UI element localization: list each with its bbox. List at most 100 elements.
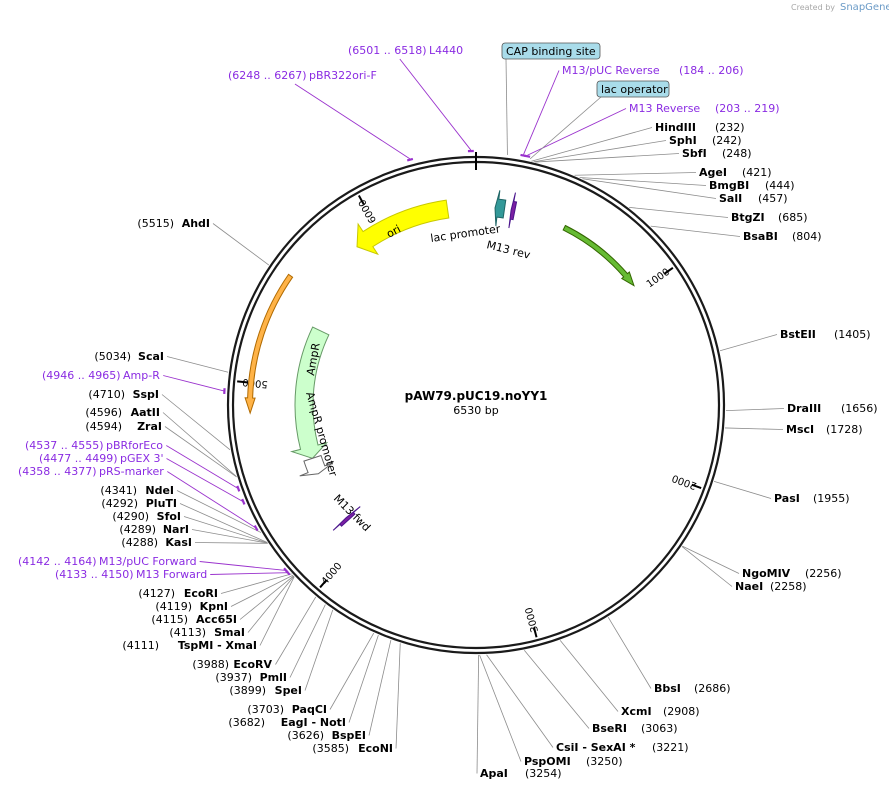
site-pos: (4594) [85, 420, 122, 433]
site-sali[interactable]: SalI(457) [719, 192, 788, 205]
site-paqci[interactable]: (3703)PaqCI [247, 703, 327, 716]
primer-prs-marker[interactable]: (4358 .. 4377)pRS-marker [18, 465, 164, 478]
leader-line [505, 58, 508, 155]
site-smai[interactable]: (4113)SmaI [169, 626, 245, 639]
leader-line [176, 490, 262, 533]
leader-line [629, 206, 729, 218]
cap-binding-site-box[interactable]: CAP binding site [501, 42, 601, 60]
leader-line [191, 529, 268, 544]
primer-range: (6248 .. 6267) [228, 69, 307, 82]
leader-line [582, 178, 717, 199]
site-sbfi[interactable]: SbfI(248) [682, 147, 752, 160]
site-msci[interactable]: MscI(1728) [786, 423, 863, 436]
site-econi[interactable]: (3585)EcoNI [312, 742, 393, 755]
site-ndei[interactable]: (4341)NdeI [100, 484, 174, 497]
site-pos: (2908) [663, 705, 700, 718]
feature-m13-rev[interactable] [508, 192, 518, 229]
primer-l4440[interactable]: (6501 .. 6518) L4440 [348, 44, 463, 57]
site-name: BtgZI [731, 211, 765, 224]
feature-ori[interactable] [356, 199, 450, 256]
tick-label: 1000 [645, 267, 672, 291]
site-xcmi[interactable]: XcmI(2908) [621, 705, 700, 718]
site-name: NgoMIV [742, 567, 791, 580]
site-ecori[interactable]: (4127)EcoRI [138, 587, 218, 600]
lac-operator-box[interactable]: lac operator [596, 80, 670, 98]
site-name: EagI - NotI [281, 716, 346, 729]
site-sfoi[interactable]: (4290)SfoI [112, 510, 181, 523]
site-apai[interactable]: ApaI(3254) [480, 767, 562, 780]
site-pasi[interactable]: PasI(1955) [774, 492, 850, 505]
site-ecorv[interactable]: (3988)EcoRV [192, 658, 272, 671]
site-hindiii[interactable]: HindIII(232) [655, 121, 745, 134]
site-draiii[interactable]: DraIII(1656) [787, 402, 878, 415]
site-bsabi[interactable]: BsaBI(804) [743, 230, 822, 243]
site-kasi[interactable]: (4288)KasI [121, 536, 192, 549]
tick-mark [691, 483, 702, 490]
feature-ampr-promoter[interactable] [299, 454, 334, 477]
site-pmli[interactable]: (3937)PmlI [215, 671, 287, 684]
leader-line [476, 654, 480, 774]
site-zrai[interactable]: (4594)ZraI [85, 420, 162, 433]
site-name: ScaI [138, 350, 164, 363]
site-name: PaqCI [292, 703, 327, 716]
site-name: SalI [719, 192, 742, 205]
site-aatii[interactable]: (4596)AatII [85, 406, 160, 419]
primer-leader [399, 58, 472, 151]
feature-lac-promoter[interactable] [494, 190, 507, 227]
site-tspmi-xmai[interactable]: (4111)TspMI - XmaI [122, 639, 257, 652]
site-pos: (4710) [88, 388, 125, 401]
primer-amp-r[interactable]: (4946 .. 4965)Amp-R [42, 369, 160, 382]
site-bbsi[interactable]: BbsI(2686) [654, 682, 731, 695]
site-name: NaeI [735, 580, 763, 593]
site-spei[interactable]: (3899)SpeI [229, 684, 302, 697]
primer-pbrforeco[interactable]: (4537 .. 4555)pBRforEco [25, 439, 163, 452]
site-pluti[interactable]: (4292)PluTI [101, 497, 177, 510]
feature-ampr[interactable] [289, 326, 330, 459]
site-pos: (804) [792, 230, 822, 243]
site-ngomiv[interactable]: NgoMIV(2256) [742, 567, 842, 580]
site-ahdi[interactable]: (5515)AhdI [137, 217, 210, 230]
leader-line [523, 650, 590, 729]
site-pos: (4113) [169, 626, 206, 639]
primer-m13-forward[interactable]: (4133 .. 4150)M13 Forward [55, 568, 207, 581]
feature-green-feature[interactable] [562, 224, 635, 287]
site-nari[interactable]: (4289)NarI [119, 523, 189, 536]
site-scai[interactable]: (5034)ScaI [94, 350, 164, 363]
feature-m13-fwd[interactable] [332, 506, 361, 531]
primer-name: M13 Forward [136, 568, 207, 581]
feature-orange-feature[interactable] [244, 273, 294, 415]
site-sspi[interactable]: (4710)SspI [88, 388, 159, 401]
site-bmgbi[interactable]: BmgBI(444) [709, 179, 795, 192]
site-eagi-noti[interactable]: (3682)EagI - NotI [228, 716, 346, 729]
primer-name: pBRforEco [106, 439, 163, 452]
site-pos: (4290) [112, 510, 149, 523]
features-layer [244, 190, 635, 531]
primer-mark [253, 525, 259, 532]
plasmid-name: pAW79.pUC19.noYY1 [405, 389, 548, 403]
site-pspomi[interactable]: PspOMI(3250) [524, 755, 623, 768]
site-acc65i[interactable]: (4115)Acc65I [151, 613, 237, 626]
primer-pgex-3[interactable]: (4477 .. 4499)pGEX 3' [39, 452, 164, 465]
site-btgzi[interactable]: BtgZI(685) [731, 211, 808, 224]
site-pos: (248) [722, 147, 752, 160]
site-pos: (3988) [192, 658, 229, 671]
site-bsteii[interactable]: BstEII(1405) [780, 328, 871, 341]
site-name: HindIII [655, 121, 696, 134]
primer-m13-puc-forward[interactable]: (4142 .. 4164)M13/pUC Forward [18, 555, 197, 568]
primer-m13-puc-reverse[interactable]: M13/pUC Reverse (184 .. 206) [562, 64, 744, 77]
site-bseri[interactable]: BseRI(3063) [592, 722, 678, 735]
tick-label: 2000 [671, 472, 699, 491]
site-naei[interactable]: NaeI(2258) [735, 580, 807, 593]
site-bspei[interactable]: (3626)BspEI [287, 729, 366, 742]
primer-m13-reverse[interactable]: M13 Reverse (203 .. 219) [629, 102, 780, 115]
site-agei[interactable]: AgeI(421) [699, 166, 772, 179]
leader-line [531, 127, 653, 162]
site-kpni[interactable]: (4119)KpnI [155, 600, 228, 613]
site-csii-sexai[interactable]: CsiI - SexAI *(3221) [556, 741, 689, 754]
site-sphi[interactable]: SphI(242) [669, 134, 742, 147]
primer-pbr322ori-f[interactable]: (6248 .. 6267) pBR322ori-F [228, 69, 377, 82]
tick-label: 3000 [524, 606, 541, 633]
site-name: EcoRI [184, 587, 218, 600]
plasmid-size: 6530 bp [453, 404, 498, 417]
leader-line [179, 503, 268, 543]
